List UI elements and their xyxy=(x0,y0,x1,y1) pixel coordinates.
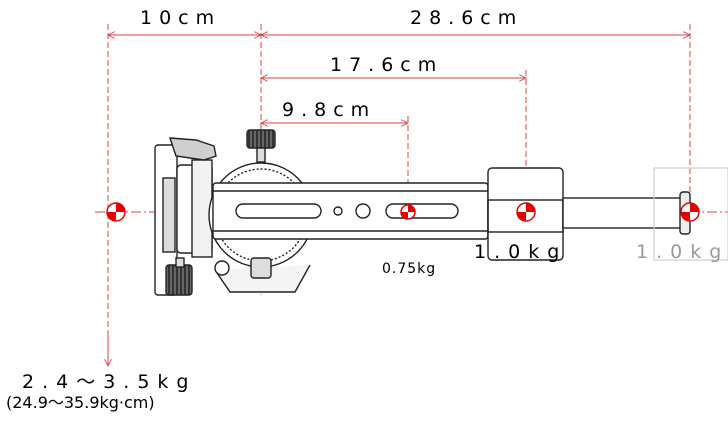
weight-label-center: 0.75kg xyxy=(382,261,437,277)
dim-label-17-6cm: 17.6cm xyxy=(330,54,444,76)
center-of-gravity-target-icon xyxy=(106,202,126,222)
weight-label-far: 1.0kg xyxy=(636,241,728,263)
counterweight-torque-label: (24.9〜35.9kg·cm) xyxy=(6,393,155,412)
weight-label-mid: 1.0kg xyxy=(474,241,568,263)
center-of-gravity-target-icon xyxy=(680,202,700,222)
bottom-knob xyxy=(165,264,193,296)
dim-label-28-6cm: 28.6cm xyxy=(410,7,524,29)
wing-knob xyxy=(169,137,217,161)
optional-weight-block xyxy=(653,167,728,261)
rail-slot-right xyxy=(385,203,459,219)
dim-label-10cm: 10cm xyxy=(140,7,222,29)
top-knob xyxy=(246,129,276,149)
dim-label-9-8cm: 9.8cm xyxy=(282,99,377,121)
counterweight-label: 2.4〜3.5kg xyxy=(22,371,197,393)
gimbal-drawing xyxy=(154,129,691,296)
center-of-gravity-target-icon xyxy=(516,202,536,222)
cog-targets xyxy=(106,202,700,222)
rail-slot-left xyxy=(235,203,322,219)
extension-rod xyxy=(562,197,686,229)
center-of-gravity-target-icon xyxy=(400,204,416,220)
